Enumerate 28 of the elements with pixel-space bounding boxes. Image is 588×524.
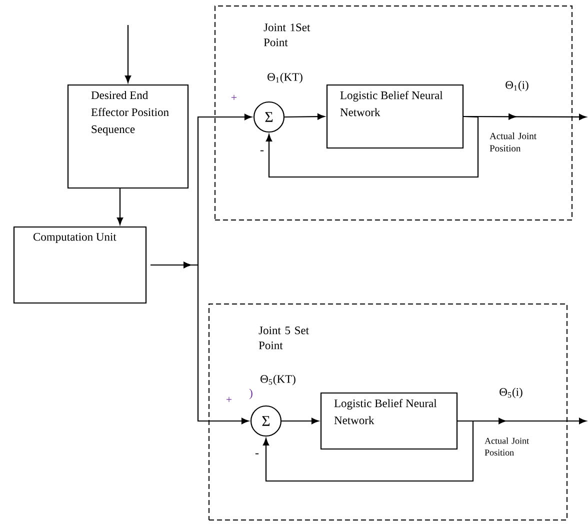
summing-junction: Σ bbox=[250, 405, 282, 437]
arrow bbox=[124, 25, 132, 83]
label: Joint 5 Set Point bbox=[258, 326, 309, 350]
label: + bbox=[226, 396, 232, 402]
process-box: Computation Unit bbox=[13, 226, 147, 304]
summing-junction: Σ bbox=[253, 101, 285, 133]
label: Joint 1Set Point bbox=[264, 24, 310, 46]
process-box: Logistic Belief Neural Network bbox=[326, 84, 464, 149]
arrow bbox=[262, 420, 474, 482]
dashed-frame bbox=[214, 6, 572, 220]
label: Θ$_{1}$(i) bbox=[506, 80, 528, 92]
label: Actual Joint Position bbox=[490, 132, 536, 152]
label: - bbox=[260, 150, 264, 152]
label: Actual Joint Position bbox=[484, 438, 529, 456]
arrow bbox=[266, 116, 479, 178]
dashed-frame bbox=[208, 304, 568, 520]
label: Θ$_{1}$(KT) bbox=[268, 72, 302, 84]
label: Θ$_{5}$(KT) bbox=[260, 374, 296, 386]
label: + bbox=[231, 94, 237, 100]
arrow bbox=[282, 418, 319, 424]
label: Θ$_{5}$(i) bbox=[500, 388, 522, 398]
label: ) bbox=[249, 388, 252, 400]
arrow bbox=[116, 188, 124, 225]
arrow bbox=[284, 114, 325, 120]
process-box: Desired End Effector Position Sequence bbox=[67, 84, 189, 189]
process-box: Logistic Belief Neural Network bbox=[320, 392, 458, 450]
label: - bbox=[255, 453, 259, 454]
arrow bbox=[150, 262, 249, 424]
